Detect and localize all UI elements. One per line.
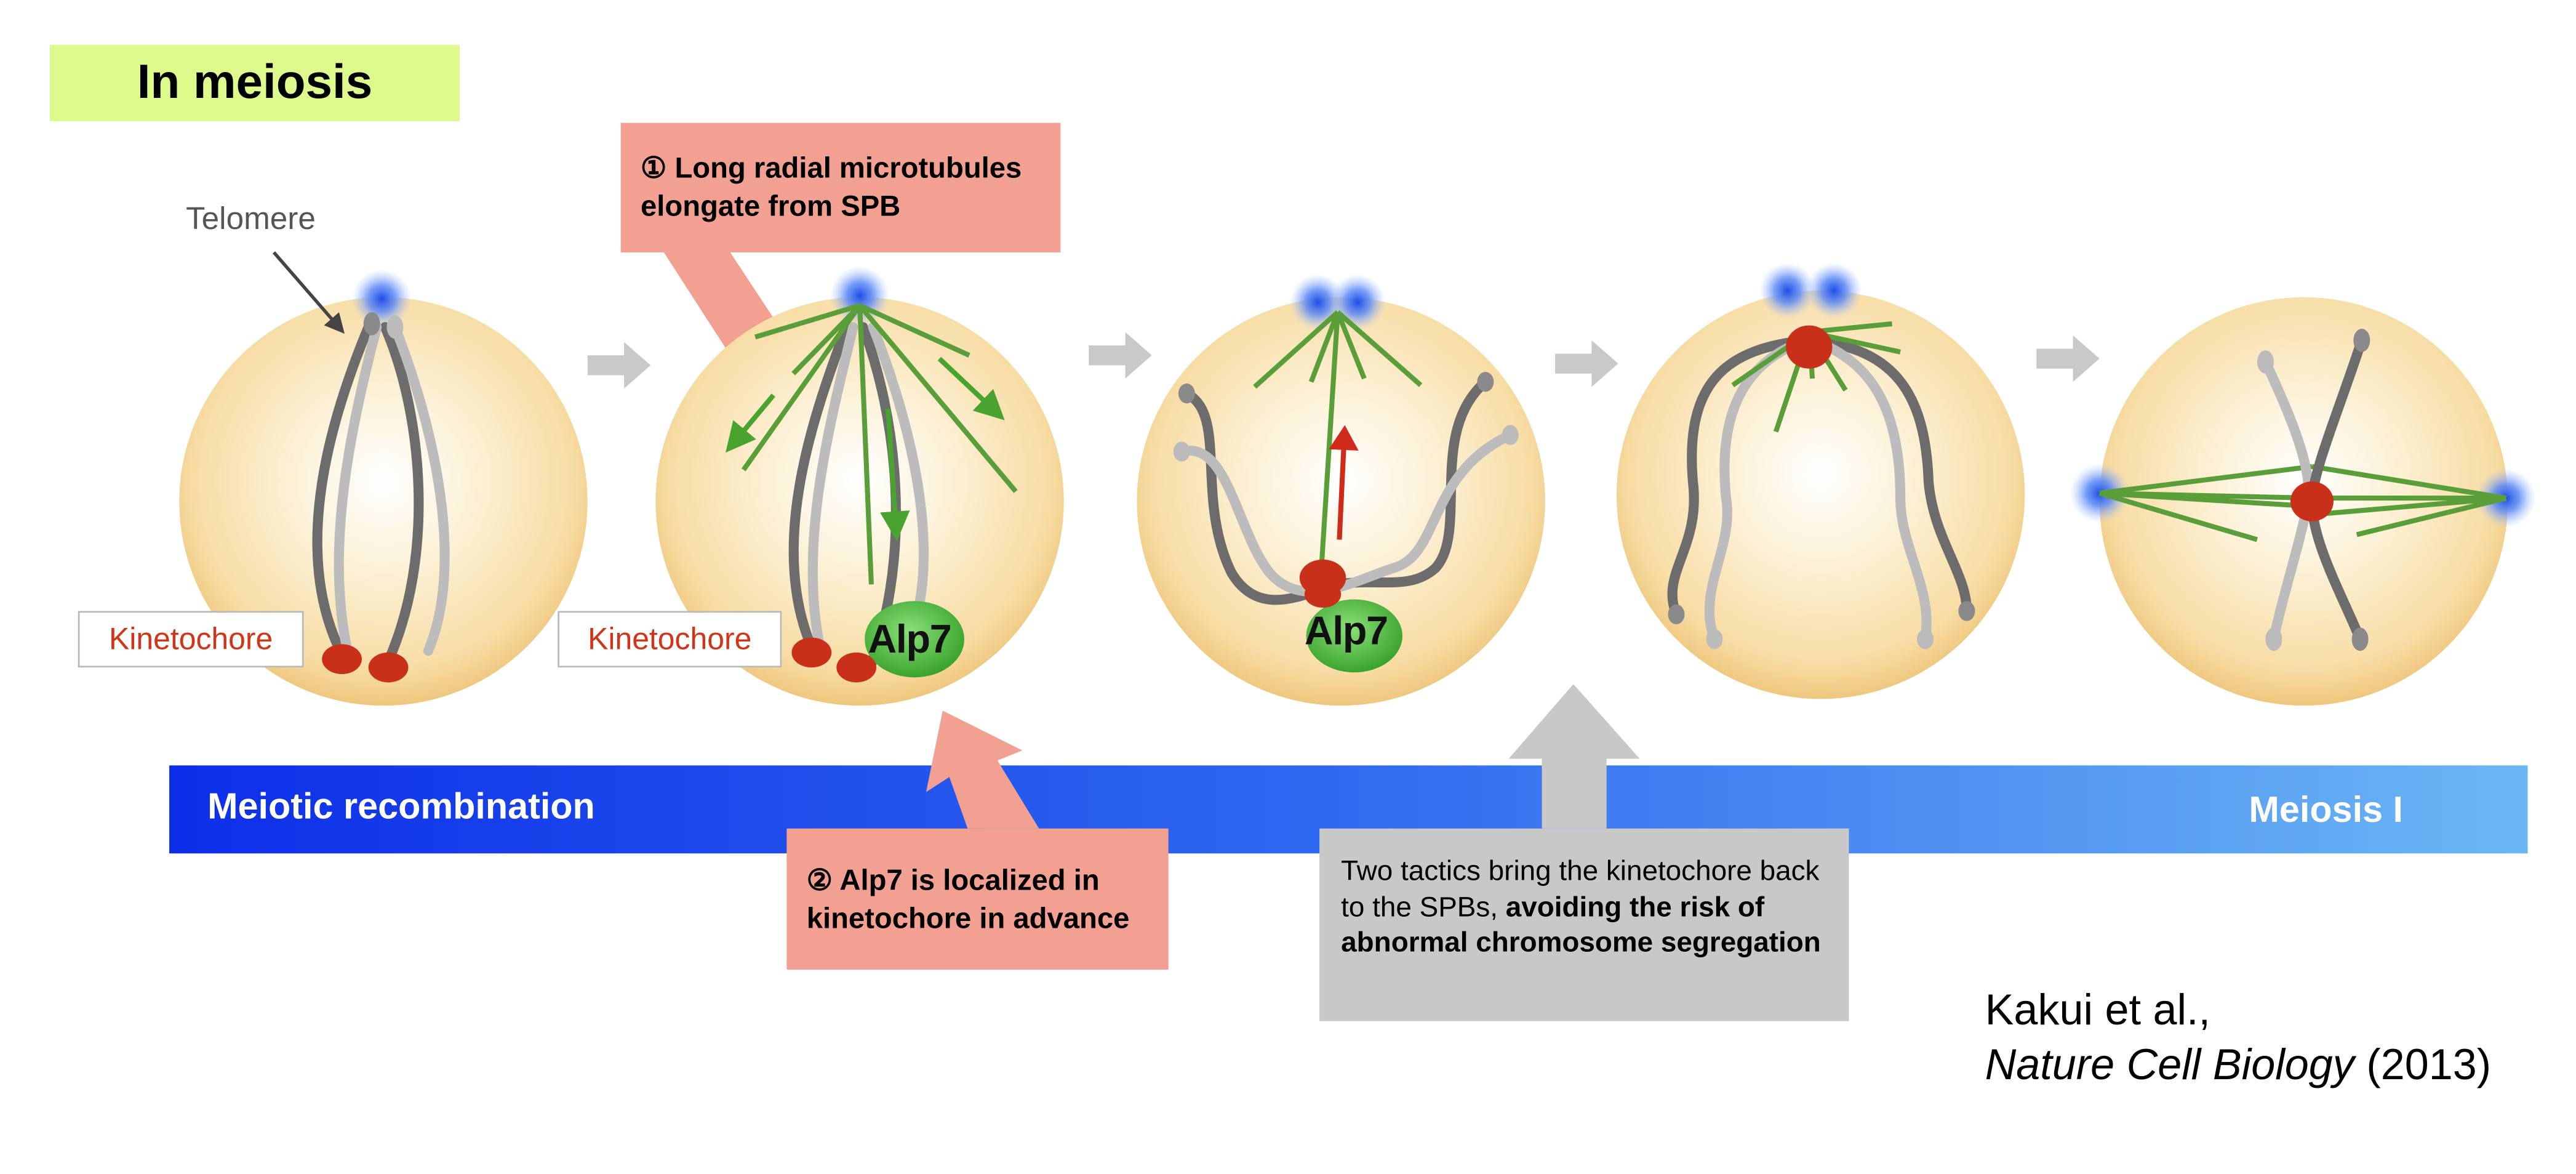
callout2-pointer xyxy=(926,710,1039,829)
telomere-pointer xyxy=(272,251,345,334)
kinetochore-label-2: Kinetochore xyxy=(558,611,782,668)
callout-alp7-text: ② Alp7 is localized in kinetochore in ad… xyxy=(806,862,1130,935)
citation-journal-name: Nature Cell Biology xyxy=(1985,1039,2354,1090)
callout-microtubules: ① Long radial microtubules elongate from… xyxy=(620,123,1061,252)
cell-2 xyxy=(655,265,1064,706)
timeline-label-recombination: Meiotic recombination xyxy=(207,785,595,827)
alp7-label-2: Alp7 xyxy=(1304,609,1388,654)
cell-1 xyxy=(179,251,588,706)
callout-microtubules-text: ① Long radial microtubules elongate from… xyxy=(641,151,1022,223)
alp7-label-1: Alp7 xyxy=(868,617,952,663)
tactics-note-emphasis: avoiding the risk of abnormal chromosome… xyxy=(1341,890,1821,959)
telomere-label: Telomere xyxy=(186,203,316,238)
timeline-label-meiosis-i: Meiosis I xyxy=(2249,789,2404,830)
citation-authors: Kakui et al., xyxy=(1985,984,2211,1035)
tactics-note-text: Two tactics bring the kinetochore back t… xyxy=(1341,854,1820,923)
cell-4 xyxy=(1616,262,2025,699)
microtubules-2 xyxy=(741,303,1018,585)
cell-3 xyxy=(1137,274,1545,706)
cell-5 xyxy=(2070,297,2537,706)
progression-arrows xyxy=(587,332,2100,389)
citation-year: (2013) xyxy=(2354,1039,2492,1090)
citation-journal: Nature Cell Biology (2013) xyxy=(1985,1039,2491,1091)
kinetochore-label-1: Kinetochore xyxy=(78,611,304,668)
callout-alp7: ② Alp7 is localized in kinetochore in ad… xyxy=(786,828,1169,970)
stage-indicator-arrow xyxy=(1508,684,1640,829)
page-title: In meiosis xyxy=(49,44,460,121)
tactics-note: Two tactics bring the kinetochore back t… xyxy=(1319,828,1849,1021)
